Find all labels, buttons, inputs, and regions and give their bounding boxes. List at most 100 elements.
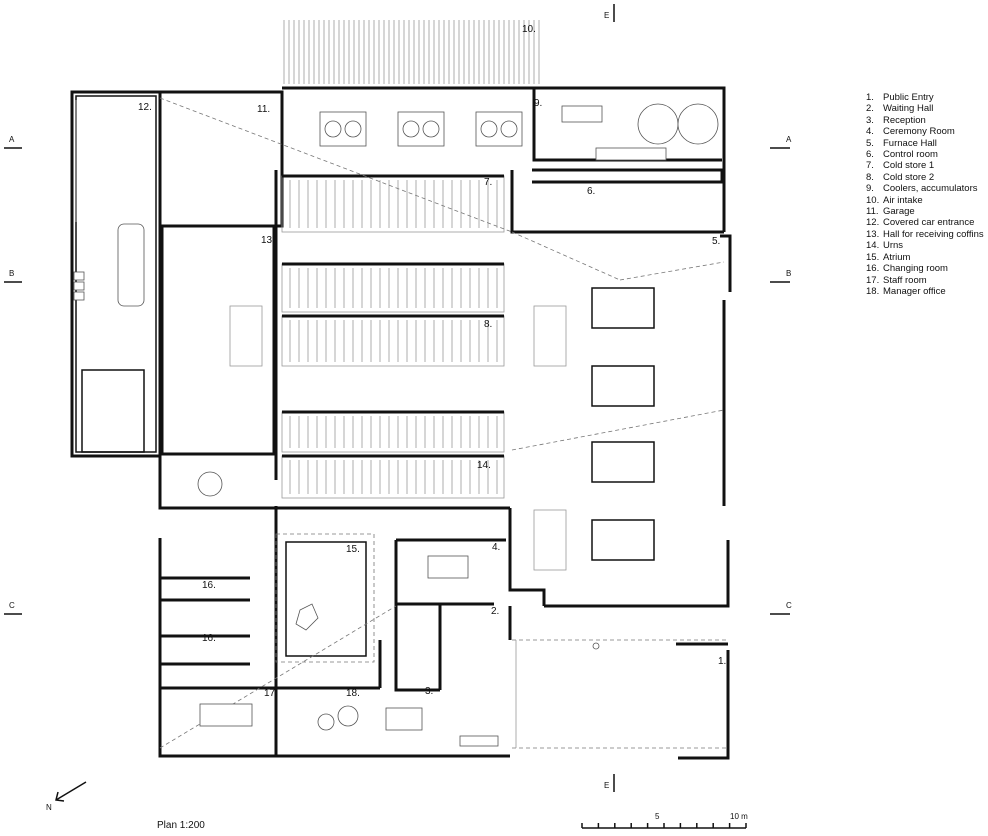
- scale-bar: 5 10 m: [581, 812, 748, 829]
- legend-number: 6.: [866, 149, 874, 161]
- legend-number: 9.: [866, 183, 874, 195]
- section-marker-c-left: C: [4, 601, 22, 615]
- legend-number: 15.: [866, 251, 880, 263]
- room-label-3: 3.: [425, 686, 433, 697]
- legend-number: 13.: [866, 228, 880, 240]
- legend-label: Ceremony Room: [883, 126, 955, 138]
- room-label-11: 11.: [257, 104, 270, 115]
- legend-label: Urns: [883, 240, 904, 252]
- room-label-2: 2.: [491, 606, 499, 617]
- legend-label: Covered car entrance: [883, 217, 975, 229]
- legend-label: Cold store 2: [883, 171, 935, 183]
- garage-structure: [70, 90, 162, 458]
- legend-item: 3. Reception: [866, 115, 984, 126]
- room-label-18: 18.: [346, 688, 360, 699]
- legend-number: 12.: [866, 217, 880, 229]
- svg-text:C: C: [9, 601, 15, 610]
- atrium: [275, 533, 375, 663]
- legend-item: 5. Furnace Hall: [866, 138, 984, 149]
- legend-item: 16.Changing room: [866, 263, 984, 274]
- section-marker-b-left: B: [4, 269, 22, 283]
- room-label-16a: 16.: [202, 580, 216, 591]
- legend-number: 3.: [866, 114, 874, 126]
- legend-item: 6. Control room: [866, 149, 984, 160]
- svg-text:B: B: [9, 269, 14, 278]
- room-label-8: 8.: [484, 319, 492, 330]
- room-label-6: 6.: [587, 186, 595, 197]
- plan-title: Plan 1:200: [157, 820, 205, 831]
- room-label-17: 17.: [264, 688, 278, 699]
- north-arrow-icon: N: [46, 781, 87, 812]
- legend-item: 2. Waiting Hall: [866, 103, 984, 114]
- svg-text:B: B: [786, 269, 791, 278]
- room-label-14: 14.: [477, 460, 491, 471]
- legend-number: 5.: [866, 137, 874, 149]
- legend-item: 12.Covered car entrance: [866, 217, 984, 228]
- legend-item: 13.Hall for receiving coffins: [866, 229, 984, 240]
- svg-text:5: 5: [655, 812, 660, 821]
- legend-item: 10.Air intake: [866, 195, 984, 206]
- legend-item: 14.Urns: [866, 240, 984, 251]
- legend-number: 4.: [866, 126, 874, 138]
- legend-label: Coolers, accumulators: [883, 183, 978, 195]
- room-label-9: 9.: [534, 98, 542, 109]
- legend-number: 8.: [866, 171, 874, 183]
- legend-item: 15.Atrium: [866, 252, 984, 263]
- legend-label: Changing room: [883, 263, 948, 275]
- legend-label: Cold store 1: [883, 160, 935, 172]
- cooler-units: [319, 103, 719, 161]
- legend-number: 1.: [866, 92, 874, 103]
- roof-lines: [159, 97, 728, 749]
- legend-label: Hall for receiving coffins: [883, 228, 984, 240]
- legend-number: 16.: [866, 263, 880, 275]
- room-label-7: 7.: [484, 177, 492, 188]
- air-intake-grille: [283, 20, 540, 84]
- office-furniture: [197, 471, 499, 747]
- legend-label: Public Entry: [883, 92, 934, 103]
- section-marker-b-right: B: [770, 269, 791, 283]
- cold-store-rows: [281, 174, 505, 499]
- furnaces: [229, 287, 655, 571]
- legend-number: 7.: [866, 160, 874, 172]
- section-marker-e-top: E: [604, 4, 615, 22]
- legend-item: 4. Ceremony Room: [866, 126, 984, 137]
- svg-text:A: A: [9, 135, 15, 144]
- legend-label: Garage: [883, 206, 915, 218]
- legend-item: 18.Manager office: [866, 286, 984, 297]
- legend-label: Staff room: [883, 274, 927, 286]
- legend-number: 18.: [866, 285, 880, 297]
- svg-text:E: E: [604, 11, 609, 20]
- legend-item: 17.Staff room: [866, 275, 984, 286]
- legend-item: 9. Coolers, accumulators: [866, 183, 984, 194]
- legend-label: Waiting Hall: [883, 103, 934, 115]
- room-label-12: 12.: [138, 102, 152, 113]
- legend-label: Air intake: [883, 194, 923, 206]
- room-label-10: 10.: [522, 24, 536, 35]
- svg-text:C: C: [786, 601, 792, 610]
- main-walls: [158, 86, 732, 760]
- svg-text:N: N: [46, 803, 52, 812]
- room-label-1: 1.: [718, 656, 726, 667]
- room-label-15: 15.: [346, 544, 360, 555]
- legend-label: Manager office: [883, 285, 946, 297]
- room-label-13: 13.: [261, 235, 275, 246]
- legend-number: 10.: [866, 194, 880, 206]
- svg-text:E: E: [604, 781, 609, 790]
- legend-item: 8. Cold store 2: [866, 172, 984, 183]
- legend-label: Reception: [883, 114, 926, 126]
- room-label-5: 5.: [712, 236, 720, 247]
- room-labels: 1. 2. 3. 4. 5. 6. 7. 8. 9. 10. 11. 12. 1…: [138, 24, 726, 699]
- legend-label: Control room: [883, 149, 938, 161]
- room-label-4: 4.: [492, 542, 500, 553]
- legend-number: 2.: [866, 103, 874, 115]
- legend-item: 11.Garage: [866, 206, 984, 217]
- legend-number: 17.: [866, 274, 880, 286]
- section-marker-a-left: A: [4, 135, 22, 149]
- legend-label: Furnace Hall: [883, 137, 937, 149]
- legend-label: Atrium: [883, 251, 911, 263]
- section-marker-e-bottom: E: [604, 774, 615, 792]
- legend-item: 1. Public Entry: [866, 92, 984, 103]
- section-marker-a-right: A: [770, 135, 792, 149]
